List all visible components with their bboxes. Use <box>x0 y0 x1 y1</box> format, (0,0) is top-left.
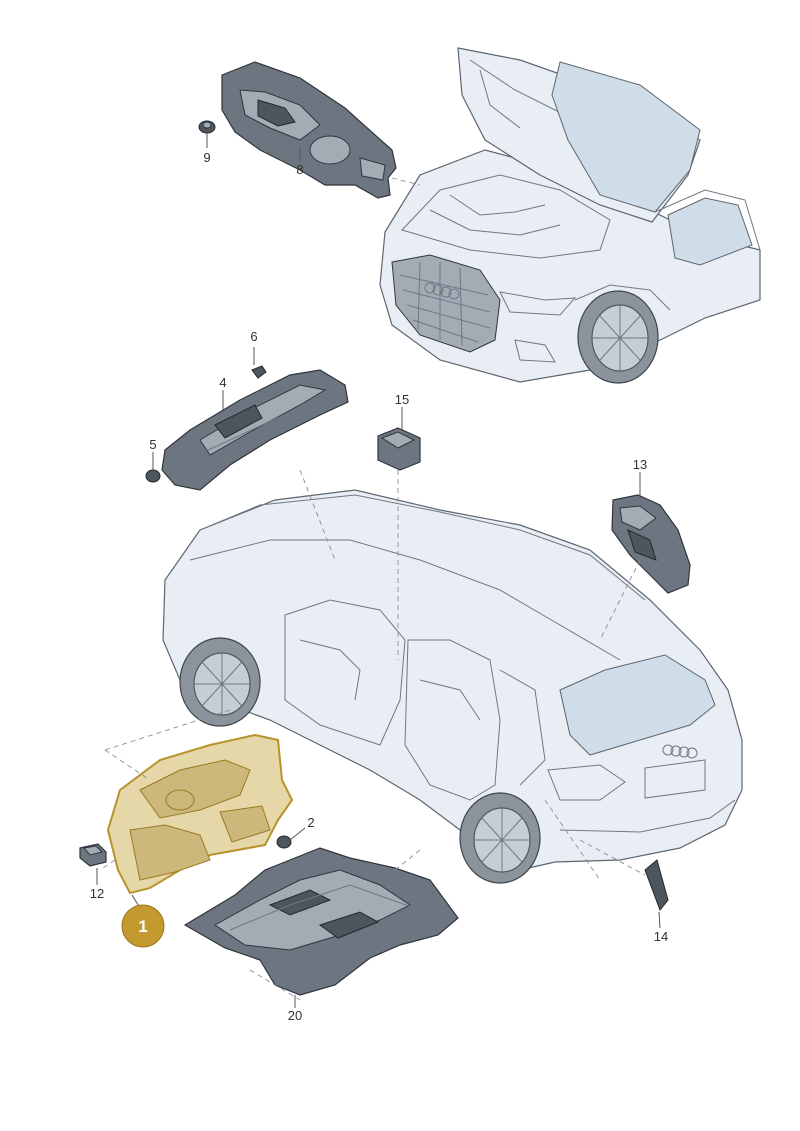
part-4-tunnel-insulation[interactable] <box>161 369 349 491</box>
callout-9: 9 <box>203 150 210 165</box>
callout-5: 5 <box>149 437 156 452</box>
part-15-bracket[interactable] <box>377 427 421 471</box>
callout-15: 15 <box>395 392 409 407</box>
callout-12: 12 <box>90 886 104 901</box>
part-14-trim-strip[interactable] <box>644 859 669 911</box>
callout-6: 6 <box>250 329 257 344</box>
callout-numbers: 9 8 6 4 5 15 13 2 12 14 20 <box>90 150 668 1023</box>
leader-lines <box>96 133 661 1008</box>
part-12-grommet[interactable] <box>79 843 107 867</box>
callout-20: 20 <box>288 1008 302 1023</box>
dashed-guide-lines <box>99 177 646 1001</box>
part-2-clip[interactable] <box>276 835 292 849</box>
callout-4: 4 <box>219 375 226 390</box>
part-9-clip[interactable] <box>198 120 216 134</box>
callout-2: 2 <box>307 815 314 830</box>
callout-13: 13 <box>633 457 647 472</box>
front-vehicle-illustration <box>379 47 761 384</box>
part-8-bulkhead-insulation[interactable] <box>221 61 397 199</box>
rear-vehicle-illustration <box>162 489 743 884</box>
part-6-clip[interactable] <box>251 365 267 379</box>
part-5-clip[interactable] <box>145 469 161 483</box>
callout-8: 8 <box>296 162 303 177</box>
callout-1-badge[interactable]: 1 <box>121 904 165 948</box>
part-20-floor-carpet[interactable] <box>183 847 459 996</box>
part-13-side-panel-insulation[interactable] <box>611 494 691 594</box>
callout-1: 1 <box>138 917 147 936</box>
callout-14: 14 <box>654 929 668 944</box>
part-1-front-floor-insulation[interactable] <box>106 733 294 895</box>
